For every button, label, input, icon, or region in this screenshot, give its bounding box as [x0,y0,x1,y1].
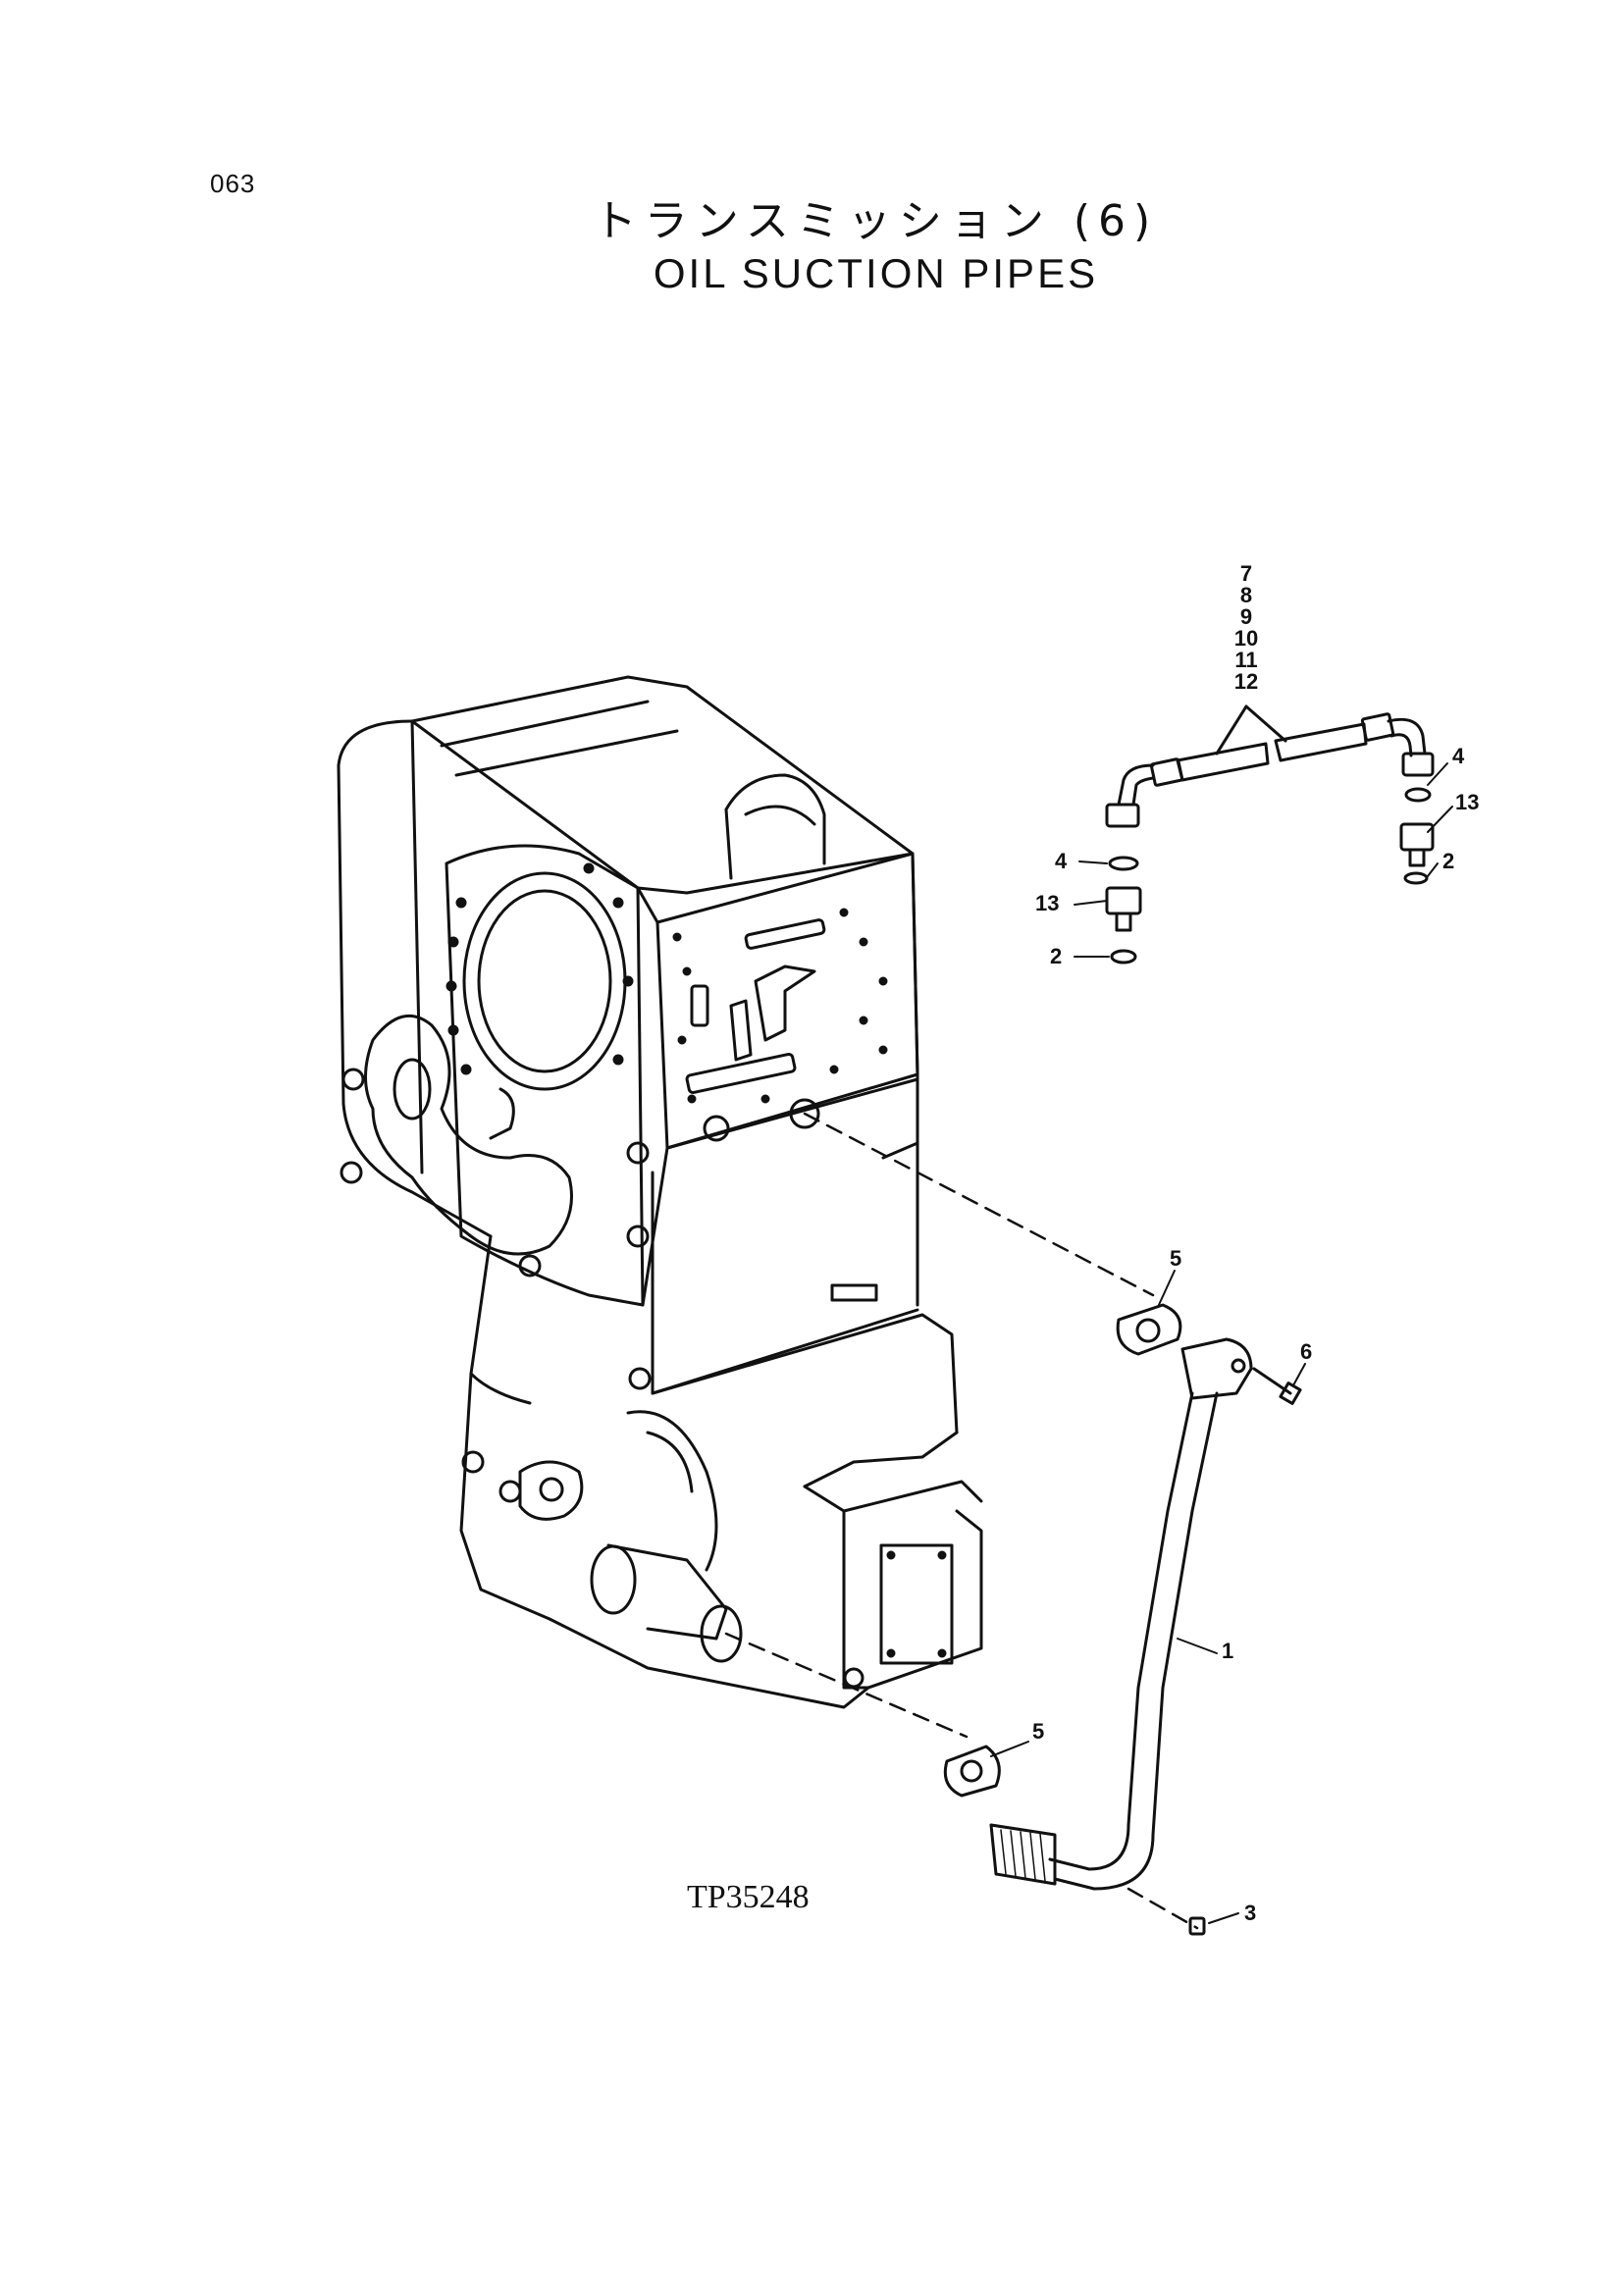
callout-5-lower: 5 [1032,1719,1044,1744]
callout-1: 1 [1222,1639,1233,1663]
callout-3: 3 [1244,1901,1256,1925]
callout-2-left: 2 [1050,944,1062,968]
callout-5-upper: 5 [1170,1246,1181,1271]
callout-10: 10 [1234,626,1258,651]
callout-6: 6 [1300,1339,1312,1364]
callout-4-right: 4 [1452,744,1465,768]
callout-13-left: 13 [1035,891,1059,915]
title-japanese: トランスミッション (6) [593,196,1159,246]
gaskets [943,1303,1182,1798]
title-block: トランスミッション (6) OIL SUCTION PIPES [0,194,1624,298]
callout-9: 9 [1240,604,1252,629]
title-english: OIL SUCTION PIPES [653,250,1099,296]
hose-assembly [1105,704,1435,965]
assembly-lines [724,1112,1199,1930]
callout-labels: 7 8 9 10 11 12 4 4 13 13 2 2 5 6 1 5 3 [1032,561,1479,1925]
callout-8: 8 [1240,583,1252,607]
callout-4-left: 4 [1055,849,1068,873]
bolt [1252,1367,1302,1405]
leader-lines [990,762,1453,1924]
callout-11: 11 [1234,648,1257,672]
page-number: 063 [210,169,256,198]
figure-reference-code: TP35248 [687,1879,810,1915]
callout-7: 7 [1240,561,1252,586]
callout-2-right: 2 [1442,849,1454,873]
transmission-housing [337,675,983,1709]
drain-plug [1188,1916,1206,1936]
suction-pipe [989,1337,1253,1891]
callout-12: 12 [1234,669,1258,694]
callout-13-right: 13 [1455,790,1479,814]
